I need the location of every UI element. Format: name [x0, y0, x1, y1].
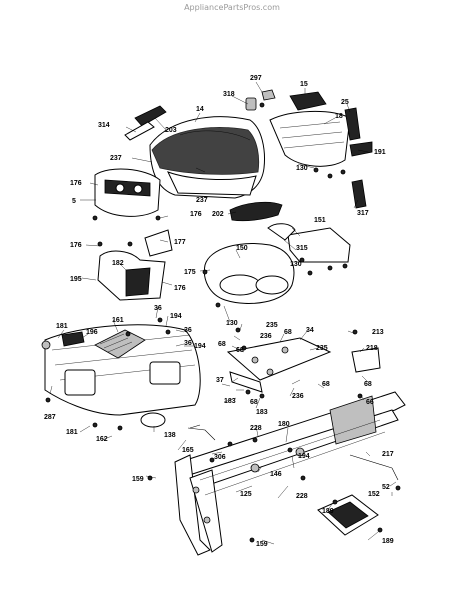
part-138	[140, 412, 166, 428]
part-label-34: 34	[306, 327, 314, 334]
leader-lines	[49, 81, 397, 545]
part-label-180: 180	[278, 421, 290, 428]
part-label-68-low: 68	[250, 399, 258, 406]
part-label-37: 37	[216, 377, 224, 384]
part-label-218: 218	[366, 345, 378, 352]
part-label-297: 297	[250, 75, 262, 82]
part-label-165: 165	[182, 447, 194, 454]
part-label-317: 317	[357, 210, 369, 217]
part-label-68-top: 68	[284, 329, 292, 336]
part-label-228-top: 228	[250, 425, 262, 432]
part-label-152: 152	[368, 491, 380, 498]
part-label-36-low: 36	[184, 340, 192, 347]
dash-panel	[94, 168, 161, 217]
part-150-housing	[203, 243, 295, 304]
part-label-306: 306	[214, 454, 226, 461]
part-151	[287, 227, 351, 263]
hardware-bolts	[45, 102, 401, 543]
part-label-196: 196	[86, 329, 98, 336]
part-label-235-right: 235	[316, 345, 328, 352]
part-label-217: 217	[382, 451, 394, 458]
part-label-228-low: 228	[296, 493, 308, 500]
part-label-125: 125	[240, 491, 252, 498]
part-label-314: 314	[98, 122, 110, 129]
part-label-194-low: 194	[298, 453, 310, 460]
grille-assembly	[269, 91, 373, 209]
part-label-236-top: 236	[260, 333, 272, 340]
part-label-5: 5	[72, 198, 76, 205]
part-label-15: 15	[300, 81, 308, 88]
part-label-161: 161	[112, 317, 124, 324]
part-label-162: 162	[96, 436, 108, 443]
part-label-182: 182	[112, 260, 124, 267]
part-label-66: 66	[366, 399, 374, 406]
part-label-68-seat: 68	[322, 381, 330, 388]
part-label-36-top: 36	[154, 305, 162, 312]
part-label-191: 191	[374, 149, 386, 156]
part-label-138: 138	[164, 432, 176, 439]
part-label-237-hood: 237	[196, 197, 208, 204]
part-label-18: 18	[335, 113, 343, 120]
part-218	[351, 347, 381, 373]
part-label-195: 195	[70, 276, 82, 283]
part-label-52: 52	[382, 484, 390, 491]
part-label-203: 203	[165, 127, 177, 134]
part-152-guard	[317, 494, 379, 536]
part-label-237-top: 237	[110, 155, 122, 162]
part-label-68-mid: 68	[236, 347, 244, 354]
part-label-287: 287	[44, 414, 56, 421]
part-label-176-lower: 176	[70, 242, 82, 249]
part-label-68-side: 68	[364, 381, 372, 388]
part-217-rod	[349, 454, 399, 481]
part-label-181-low: 181	[66, 429, 78, 436]
hood-part	[149, 116, 265, 199]
part-label-36-mid: 36	[184, 327, 192, 334]
part-label-14: 14	[196, 106, 204, 113]
part-label-176-mid: 176	[190, 211, 202, 218]
part-318-297	[245, 89, 276, 111]
part-label-130-right: 130	[290, 261, 302, 268]
part-177	[144, 229, 173, 257]
part-label-146: 146	[270, 471, 282, 478]
part-label-189-left: 189	[322, 508, 334, 515]
part-label-176-right: 176	[174, 285, 186, 292]
part-label-183-right: 183	[256, 409, 268, 416]
part-label-202: 202	[212, 211, 224, 218]
part-315	[267, 223, 296, 241]
part-label-175: 175	[184, 269, 196, 276]
part-label-130-bottom: 130	[226, 320, 238, 327]
part-label-194-top: 194	[170, 313, 182, 320]
part-label-213: 213	[372, 329, 384, 336]
part-labels: 297 15 318 14 25 18 314 203 130 191 237 …	[44, 75, 394, 548]
part-label-318: 318	[223, 91, 235, 98]
part-label-130-top: 130	[296, 165, 308, 172]
part-label-315: 315	[296, 245, 308, 252]
part-label-68-left: 68	[218, 341, 226, 348]
part-165-rod	[187, 424, 216, 441]
part-label-183-left: 183	[224, 398, 236, 405]
seat-pan-assembly	[226, 337, 332, 393]
part-181-top	[41, 340, 51, 350]
part-label-25: 25	[341, 99, 349, 106]
footrest-plate	[44, 324, 201, 416]
part-label-159-left: 159	[132, 476, 144, 483]
tractor-frame	[174, 391, 406, 556]
part-203-314	[124, 105, 167, 141]
part-label-189-right: 189	[382, 538, 394, 545]
part-label-176-left: 176	[70, 180, 82, 187]
part-label-177: 177	[174, 239, 186, 246]
part-label-194-mid: 194	[194, 343, 206, 350]
part-label-150: 150	[236, 245, 248, 252]
part-label-159-bottom: 159	[256, 541, 268, 548]
part-label-181-top: 181	[56, 323, 68, 330]
part-label-151: 151	[314, 217, 326, 224]
part-182	[97, 250, 166, 301]
part-label-236-low: 236	[292, 393, 304, 400]
part-202	[229, 201, 283, 222]
watermark: AppliancePartsPros.com	[184, 3, 280, 12]
part-196	[61, 331, 85, 347]
part-label-235-top: 235	[266, 322, 278, 329]
